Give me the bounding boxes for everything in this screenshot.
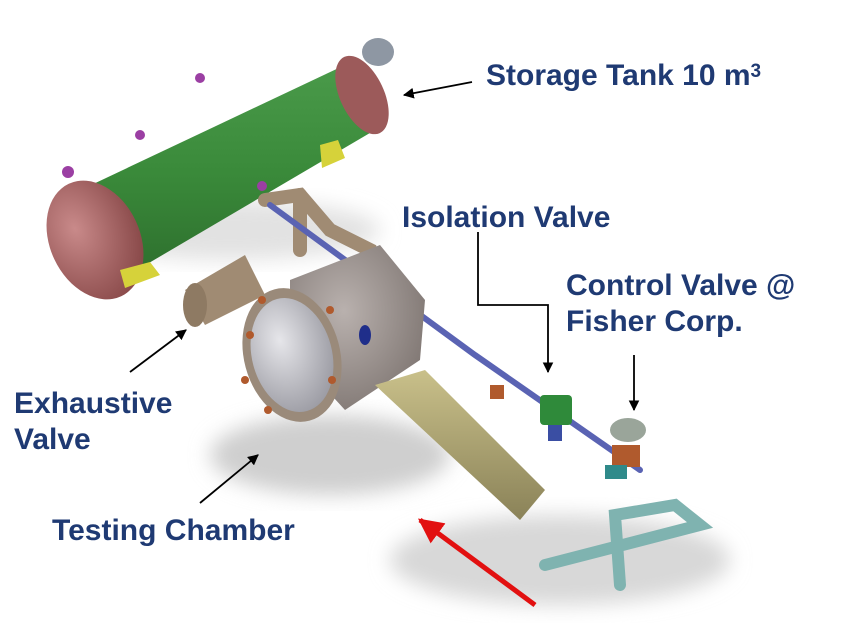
leader-arrows	[129, 81, 640, 504]
label-control-valve-line2: Fisher Corp.	[566, 305, 743, 338]
arrow-isolation-valve	[477, 232, 554, 374]
label-control-valve-line1: Control Valve @	[566, 269, 796, 302]
arrow-testing-chamber	[199, 454, 259, 504]
diffuser-duct-drawing	[375, 370, 545, 520]
label-testing-chamber: Testing Chamber	[52, 514, 295, 547]
flow-direction-arrow	[417, 517, 537, 608]
label-storage-tank-text: Storage Tank 10 m	[486, 59, 751, 92]
arrow-exhaustive-valve	[129, 329, 187, 373]
label-isolation-valve: Isolation Valve	[402, 201, 611, 234]
label-exhaustive-valve: Exhaustive Valve	[14, 386, 172, 458]
isolation-valve-drawing	[540, 395, 572, 441]
label-exhaustive-valve-line1: Exhaustive	[14, 387, 173, 420]
label-storage-tank-superscript: 3	[750, 61, 762, 82]
testing-chamber-drawing	[183, 245, 425, 422]
arrow-storage-tank	[402, 81, 473, 99]
label-exhaustive-valve-line2: Valve	[14, 423, 91, 456]
label-storage-tank: Storage Tank 10 m3	[486, 58, 761, 94]
control-valve-drawing	[605, 418, 646, 479]
label-control-valve: Control Valve @ Fisher Corp.	[566, 268, 795, 340]
storage-tank-drawing	[46, 38, 394, 300]
inline-fitting-drawing	[490, 385, 504, 399]
